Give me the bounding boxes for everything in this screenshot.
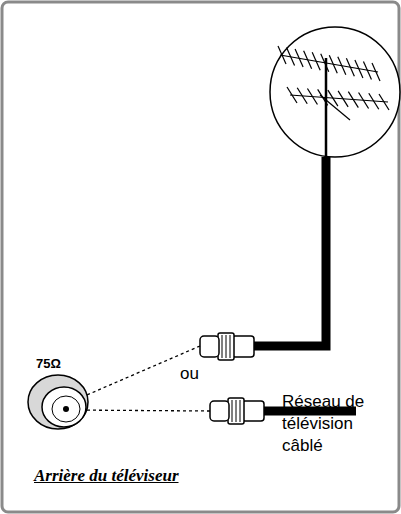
antenna-cable (252, 157, 326, 346)
dotted-lead (66, 410, 210, 411)
coax-plug-cable (210, 398, 264, 424)
impedance-label: 75Ω (36, 356, 61, 371)
coax-plug-antenna (200, 333, 254, 360)
tv-rear-label: Arrière du téléviseur (34, 466, 179, 486)
antenna-symbol (278, 46, 389, 158)
antenna-socket (28, 375, 88, 429)
antenna-circle (270, 27, 400, 157)
cable-network-label: Réseau de télévision câblé (282, 391, 394, 457)
or-label: ou (180, 364, 199, 384)
